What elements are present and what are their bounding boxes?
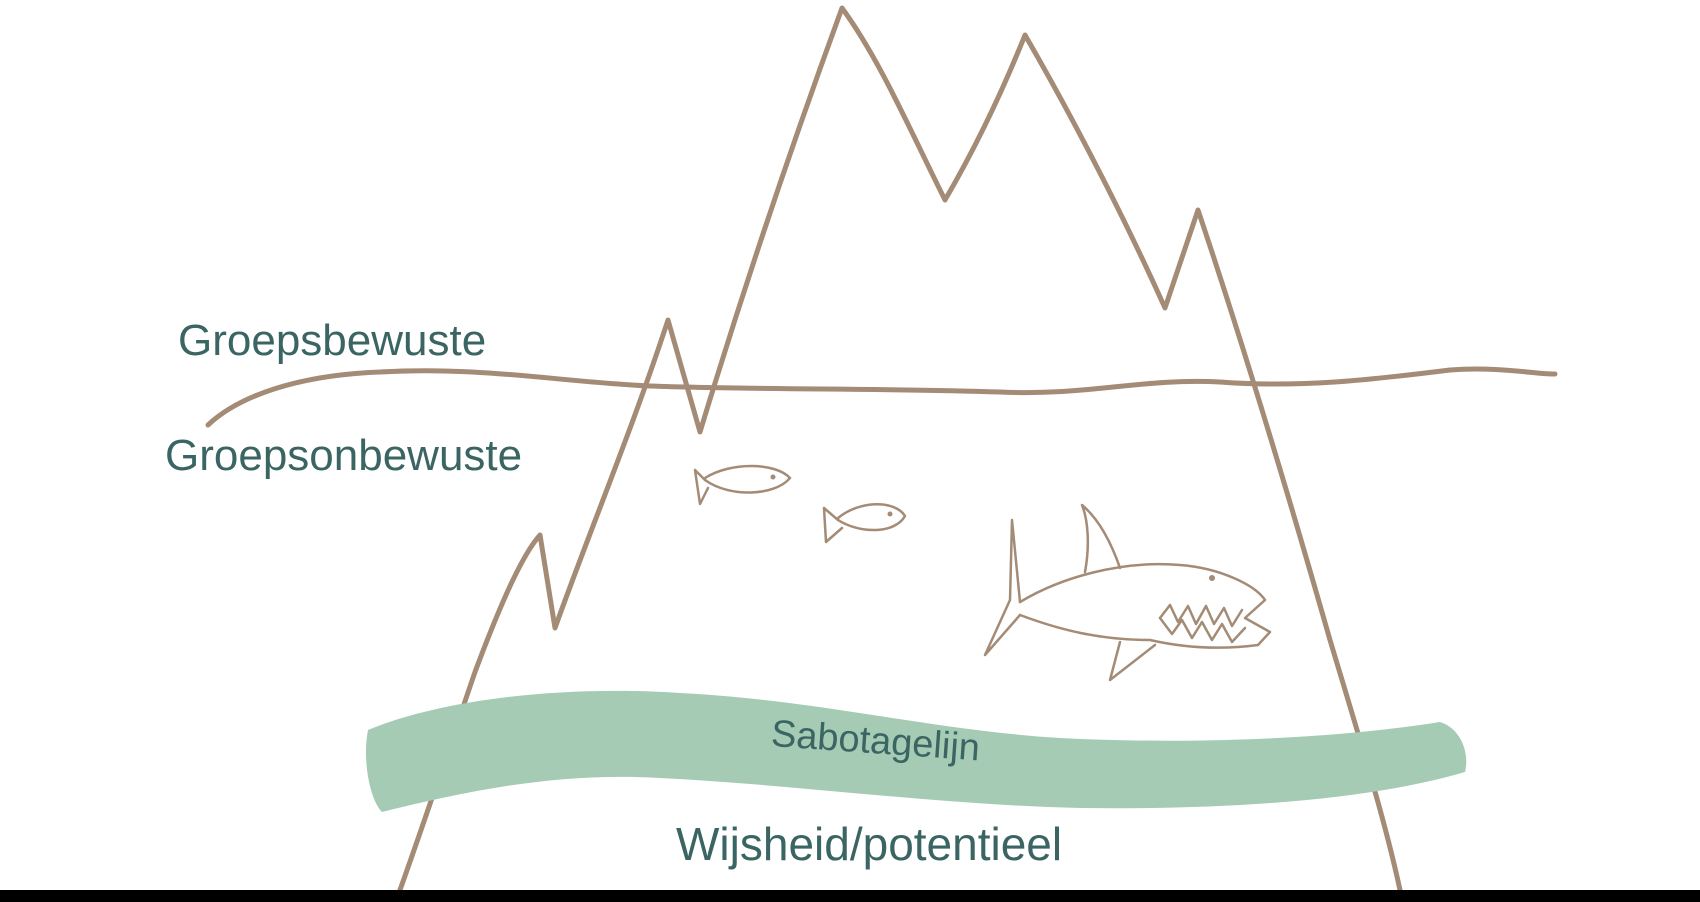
waterline — [208, 369, 1555, 425]
small-fish-icon — [695, 466, 790, 504]
shark-icon — [985, 505, 1270, 680]
small-fish-icon — [824, 504, 905, 542]
label-wijsheid-potentieel: Wijsheid/potentieel — [676, 818, 1062, 870]
label-groepsbewuste: Groepsbewuste — [178, 316, 486, 365]
bottom-bar — [0, 890, 1700, 902]
label-groepsonbewuste: Groepsonbewuste — [165, 431, 522, 480]
